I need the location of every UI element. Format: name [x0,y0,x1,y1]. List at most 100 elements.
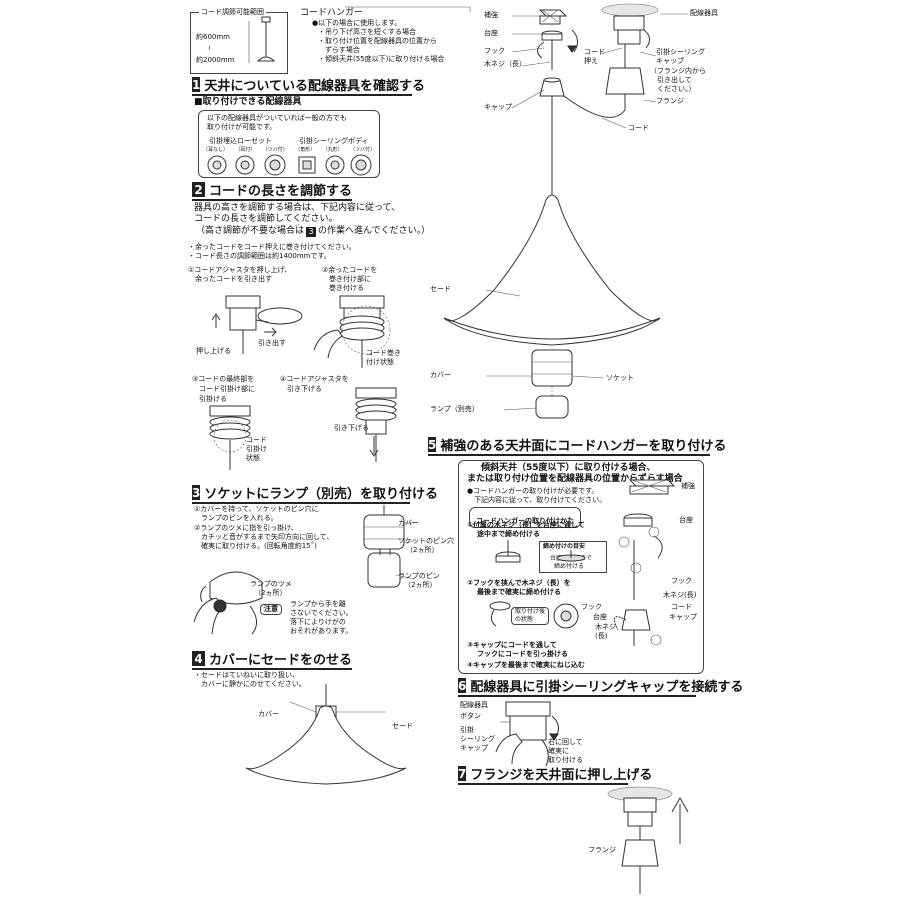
caution-tag: 注意 [260,604,282,615]
cord-hanger-item: ・吊り下げ高さを短くする場合 [318,28,416,36]
cord-hanger-item: ・取り付け位置を配線器具の位置から [318,37,437,45]
cord-hanger-item: ずらす場合 [318,46,360,54]
install-steps-title: コードハンガーの取り付けかた [469,507,581,528]
label-cover: カバー [430,371,451,379]
cord-adjust-illustration-1 [211,295,303,354]
cord-adjust-illustration-4 [355,387,397,462]
cord-range-title: コード調節可能範囲 [199,8,266,17]
step-num: ① [467,521,473,529]
section-number: 4 [192,651,205,666]
tighten-guide-title: 締め付けの目安 [543,543,586,550]
lamp-rotate-illustration [193,571,263,635]
fixture-kind: （耳付） [235,147,256,153]
skip-note-a: （高さ調節が不要な場合は [196,226,305,236]
section-7-header: 7 フランジを天井面に押し上げる [458,765,652,785]
label-cord: コード [671,603,692,611]
fixture-kind: （丸形） [322,147,343,153]
section-title: 配線器具に引掛シーリングキャップを接続する [470,680,744,695]
label-screw-detail: 木ネジ (長) [595,623,616,640]
label-push-up: 押し上げる [196,347,231,355]
fixture-kind: （ツバ付） [262,147,288,153]
step-5-1: ①付属の木ネジ（長）を台座に通して [467,521,585,530]
step-2-4: 引き下げる [280,385,322,393]
section-title: カバーにセードをのせる [208,653,352,668]
label-lamp-pin: ランプのピン [398,572,440,580]
cord-hanger-note: コードハンガー ●以下の場合に使用します。 ・吊り下げ高さを短くする場合 ・取り… [300,8,444,64]
label-hooked-state: コード 引掛け 状態 [246,436,267,462]
fixture-text: 取り付けが可能です。 [207,123,277,131]
section-title: 補強のある天井面にコードハンガーを取り付ける [440,439,727,454]
section-5-header: 5 補強のある天井面にコードハンガーを取り付ける [428,436,726,456]
section-5-note: 下記内容に従って、取り付けてください。 [467,496,607,504]
fixture-kind: （ツバ付） [349,147,375,153]
fixture-text: 以下の配線器具がついていれば一般の方でも [207,114,347,122]
step-3-2: ②ランプのツメに指を引っ掛け、 [194,524,298,532]
step-2-4: ④コードアジャスタを [280,375,349,383]
label-flange: フランジ [656,97,684,105]
section-title: 天井についている配線器具を確認する [204,79,425,94]
step-3-1: ランプのピンを入れる。 [194,514,278,522]
step-2-2: ②余ったコードを [322,266,378,274]
section-number: 3 [192,485,201,500]
step-2-3: ③コードの最終部を [192,375,255,383]
label-socket: ソケット [606,374,634,382]
section-number: 5 [428,437,437,452]
fixture-icons [207,154,372,176]
section-number: 6 [458,678,467,693]
label-lamp-pin-count: （2ヵ所） [404,581,437,589]
label-pin-hole-count: （2ヵ所） [406,546,439,554]
step-2-2: 巻き付け部に [322,275,371,283]
label-flange: フランジ [588,846,616,854]
caution-text: ランプから手を離 [290,600,346,608]
label-ceiling-cap: 引掛シーリング キャップ [656,48,705,65]
step-3-1: ①カバーを持って、ソケットのピン穴に [194,505,319,513]
section-2-note: ・コード長さの調節範囲は約1400mmです。 [188,252,331,260]
step-2-3: コード引掛け部に [192,385,255,393]
fixture-group-body: 引掛シーリングボディ [299,137,369,145]
label-wiring: 配線器具 [460,701,488,709]
step-num: ② [467,579,473,587]
skip-note-b: の作業へ進んでください。） [318,226,431,236]
step-5-4: ④キャップを最後まで確実にねじ込む [467,661,585,670]
section-2-skip-note: （高さ調節が不要な場合は 3 の作業へ進んでください。） [196,226,430,237]
step-text: キャップにコードを通して [472,641,557,649]
step-2-1: 余ったコードを引き出す [188,275,272,283]
flange-push-illustration [607,786,689,894]
section-5-note: ●コードハンガーの取り付けが必要です。 [467,487,599,495]
tighten-guide-text: 締め付ける [554,563,585,570]
section-3-header: 3 ソケットにランプ（別売）を取り付ける [192,484,438,504]
cord-range-tilde: ≀ [208,44,211,52]
section-5-panel: 傾斜天井（55度以下）に取り付ける場合、 または取り付け位置を配線器具の位置から… [458,460,704,674]
caution-text: おそれがあります。 [290,627,353,635]
section-4-note: ・セードはていねいに取り扱い、 [194,671,299,679]
step-5-3b: フックにコードを引っ掛ける [477,650,568,658]
fixture-types-box: 以下の配線器具がついていれば一般の方でも 取り付けが可能です。 引掛埋込ローゼッ… [198,110,380,178]
label-hook: フック [484,47,505,55]
label-wiring: 配線器具 [690,9,718,17]
section-number: 2 [192,182,205,197]
step-text: フックを挟んで木ネジ（長）を [472,579,571,587]
step-2-3: 引掛ける [192,395,227,403]
section-2-text: 器具の高さを調節する場合は、下記内容に従って、 [194,203,401,213]
section-number: 1 [192,77,201,92]
section-number: 7 [458,766,467,781]
step-text: 付属の木ネジ（長）を台座に通して [472,521,585,529]
label-pin-hole: ソケットのピン穴 [398,537,454,545]
label-ceiling-cap: 引掛 シーリング キャップ [460,726,495,752]
cord-hanger-title: コードハンガー [300,8,364,18]
section-4-header: 4 カバーにセードをのせる [192,650,352,670]
fixture-kind: （耳なし） [203,147,229,153]
section-4-note: カバーに静かにのせてください。 [194,680,306,688]
fixture-kind: （角形） [295,147,316,153]
label-screw: 木ネジ(長) [663,591,697,599]
caution-text: さないでください。 [290,609,353,617]
caution-box: 注意 ランプから手を離 さないでください。 落下によりけがの おそれがあります。 [260,600,353,640]
label-shade: セード [430,285,451,293]
section-6-header: 6 配線器具に引掛シーリングキャップを接続する [458,677,743,697]
fixture-group-rosette: 引掛埋込ローゼット [209,137,272,145]
label-cord-holder: コード 押え [584,48,605,65]
label-cap: キャップ [484,103,512,111]
step-5-2b: 最後まで確実に締め付ける [477,588,561,596]
label-base: 台座 [679,516,693,524]
section-5-heading: 傾斜天井（55度以下）に取り付ける場合、 [481,463,656,473]
